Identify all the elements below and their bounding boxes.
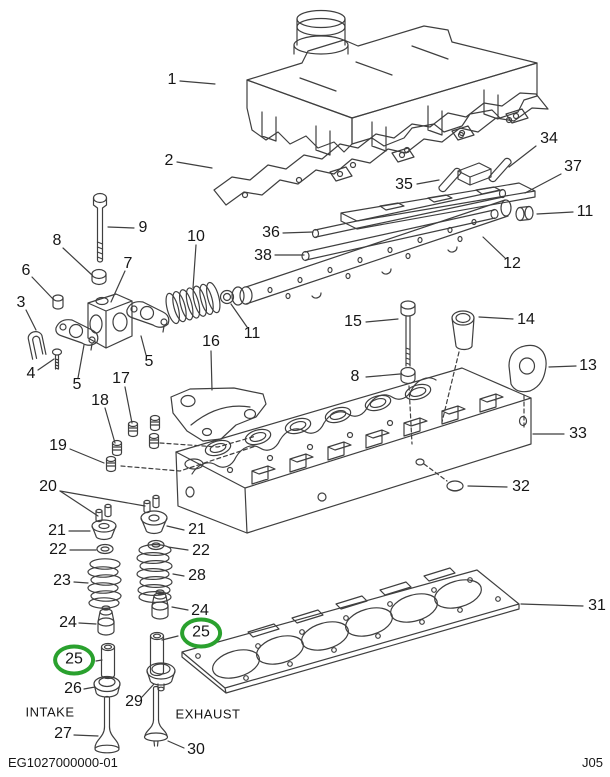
part-seal-22-intake [96,543,114,555]
part-label-5-left: 5 [72,376,82,393]
part-label-20: 20 [39,478,57,495]
part-label-24-intake: 24 [59,614,77,631]
part-plug-32 [423,463,464,492]
part-label-6: 6 [21,262,31,279]
part-head-gasket-31 [181,567,520,694]
part-label-25-exhaust-highlighted: 25 [180,617,222,649]
part-cylinder-head-33 [175,367,532,534]
part-valve-cover-gasket [213,92,549,206]
part-shaft-plug-11 [515,205,534,222]
part-label-12: 12 [503,255,521,272]
part-rocker-arm-5-left [55,319,99,351]
part-retainer-21-intake [91,519,117,541]
part-label-22-intake: 22 [49,541,67,558]
part-rod-36 [311,188,507,239]
part-label-34: 34 [540,130,558,147]
part-label-29: 29 [125,693,143,710]
part-exhaust-valve-30 [143,685,169,747]
part-label-31: 31 [588,597,606,614]
part-tappet-14 [441,310,475,423]
part-shaft-spring-10 [165,281,221,325]
part-label-1: 1 [167,71,177,88]
part-label-17: 17 [112,370,130,387]
part-rotator-26 [93,675,121,698]
part-retainer-21-exhaust [140,510,168,535]
part-valve-guide-25-intake [100,642,116,680]
part-label-8-center: 8 [350,368,360,385]
part-label-28: 28 [188,567,206,584]
part-label-18: 18 [91,392,109,409]
part-spacer-block [457,162,492,186]
part-label-21-exhaust: 21 [188,521,206,538]
part-washer-8-center [400,366,416,445]
part-label-21-intake: 21 [48,522,66,539]
part-label-11-plug: 11 [576,203,594,220]
part-label-33: 33 [569,425,587,442]
caption-intake: INTAKE [25,704,75,720]
part-label-36: 36 [262,224,280,241]
part-label-10: 10 [187,228,205,245]
caption-exhaust: EXHAUST [175,706,241,722]
part-label-16: 16 [202,333,220,350]
part-label-22-exhaust: 22 [192,542,210,559]
part-stand-7 [87,293,133,349]
leader-lines [25,80,584,749]
part-seal-24-exhaust [151,589,169,620]
part-label-7: 7 [123,255,133,272]
part-label-25-intake-highlighted: 25 [53,644,95,676]
page-code: J05 [582,755,603,770]
part-spring-28 [136,543,173,603]
part-lifting-eye-13 [508,344,547,429]
part-bracket-16 [170,387,267,442]
part-label-14: 14 [517,311,535,328]
part-rocker-arm-5-right [126,301,170,333]
part-spring-23 [87,558,122,609]
part-label-3: 3 [16,294,26,311]
part-label-30: 30 [187,741,205,758]
part-valve-cover [246,9,538,156]
part-label-27: 27 [54,725,72,742]
part-screw-4 [51,348,63,370]
part-sleeve-6 [52,294,64,310]
part-clip-3 [27,331,47,360]
part-label-32: 32 [512,478,530,495]
part-label-38: 38 [254,247,272,264]
part-label-5-right: 5 [144,353,154,370]
part-label-24-exhaust: 24 [191,602,209,619]
part-label-19: 19 [49,437,67,454]
part-label-9: 9 [138,219,148,236]
part-washer-8-upper [91,268,107,286]
part-label-4: 4 [26,365,36,382]
part-label-13: 13 [579,357,597,374]
part-bolt-9 [92,192,108,263]
part-label-37: 37 [564,158,582,175]
part-bolt-15 [400,300,416,367]
part-label-11-ring: 11 [243,325,261,342]
part-label-8-upper: 8 [52,232,62,249]
part-label-15: 15 [344,313,362,330]
part-label-23: 23 [53,572,71,589]
figure-code: EG1027000000-01 [8,755,118,770]
part-rod-38 [301,208,499,262]
part-seal-24-intake [97,605,115,636]
part-ring-11 [219,289,235,305]
part-rocker-shaft [231,199,512,306]
part-pin-34 [488,157,512,183]
part-label-35: 35 [395,176,413,193]
part-plugs-17-18-19 [105,414,257,473]
part-intake-valve-27 [94,695,120,754]
part-label-2: 2 [164,152,174,169]
part-label-26: 26 [64,680,82,697]
